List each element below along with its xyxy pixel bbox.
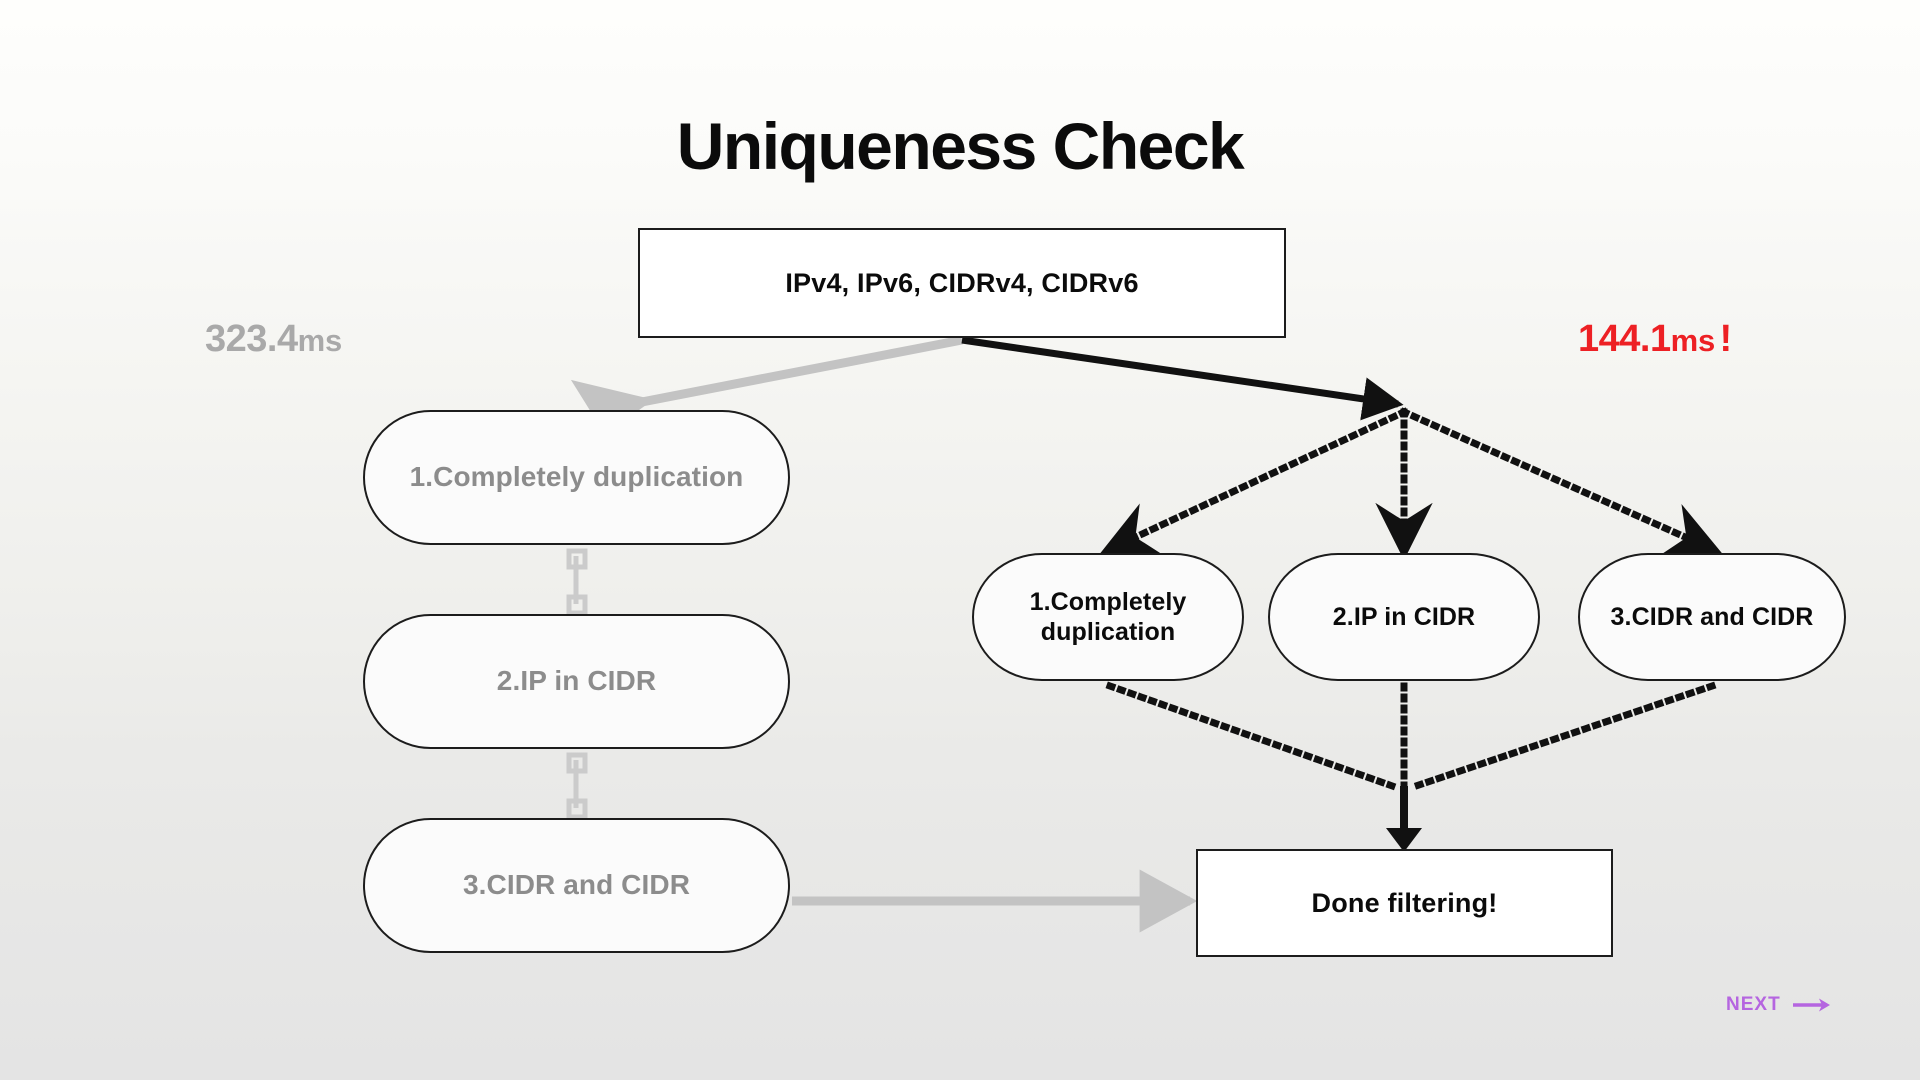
right-branch-node-3[interactable]: 3.CIDR and CIDR <box>1578 553 1846 681</box>
right-branch-node-2[interactable]: 2.IP in CIDR <box>1268 553 1540 681</box>
source-node[interactable]: IPv4, IPv6, CIDRv4, CIDRv6 <box>638 228 1286 338</box>
left-branch-node-3[interactable]: 3.CIDR and CIDR <box>363 818 790 953</box>
right-branch-node-1-label: 1.Completely duplication <box>1030 587 1187 648</box>
page-title: Uniqueness Check <box>676 109 1245 183</box>
right-branch-node-3-label: 3.CIDR and CIDR <box>1610 602 1814 631</box>
left-branch-node-2[interactable]: 2.IP in CIDR <box>363 614 790 749</box>
edge-source-to-right <box>961 336 1404 421</box>
edge-hub-to-right-3 <box>1399 407 1723 557</box>
source-node-label: IPv4, IPv6, CIDRv4, CIDRv6 <box>785 267 1139 298</box>
timing-right-suffix: ! <box>1719 318 1733 360</box>
left-branch-node-1[interactable]: 1.Completely duplication <box>363 410 790 545</box>
timing-label-right: 144.1ms ! <box>1578 318 1732 361</box>
result-node[interactable]: Done filtering! <box>1196 849 1613 957</box>
result-node-label: Done filtering! <box>1311 887 1498 918</box>
timing-right-value: 144.1 <box>1578 318 1671 360</box>
edge-source-to-left <box>570 335 963 449</box>
left-branch-node-3-label: 3.CIDR and CIDR <box>462 869 691 901</box>
right-branch-node-1-line2: duplication <box>1040 618 1176 646</box>
edge-hub-to-right-1 <box>1099 407 1409 556</box>
timing-label-left: 323.4ms <box>205 318 342 361</box>
next-button[interactable]: NEXT <box>1726 994 1832 1016</box>
right-branch-node-1-line1: 1.Completely <box>1029 587 1187 616</box>
timing-left-value: 323.4 <box>205 318 298 360</box>
timing-left-unit: ms <box>297 323 343 358</box>
arrow-right-icon <box>1792 998 1830 1012</box>
left-branch-node-1-label: 1.Completely duplication <box>409 461 744 493</box>
edge-right-3-to-join <box>1405 681 1717 793</box>
edge-right-1-to-join <box>1105 681 1403 793</box>
next-button-label: NEXT <box>1726 994 1781 1015</box>
timing-right-unit: ms <box>1670 323 1716 358</box>
edge-left-2-to-3 <box>566 752 588 820</box>
left-branch-node-2-label: 2.IP in CIDR <box>496 665 657 697</box>
right-branch-node-1[interactable]: 1.Completely duplication <box>972 553 1244 681</box>
right-branch-node-2-label: 2.IP in CIDR <box>1332 602 1476 631</box>
edge-left-1-to-2 <box>566 548 588 616</box>
